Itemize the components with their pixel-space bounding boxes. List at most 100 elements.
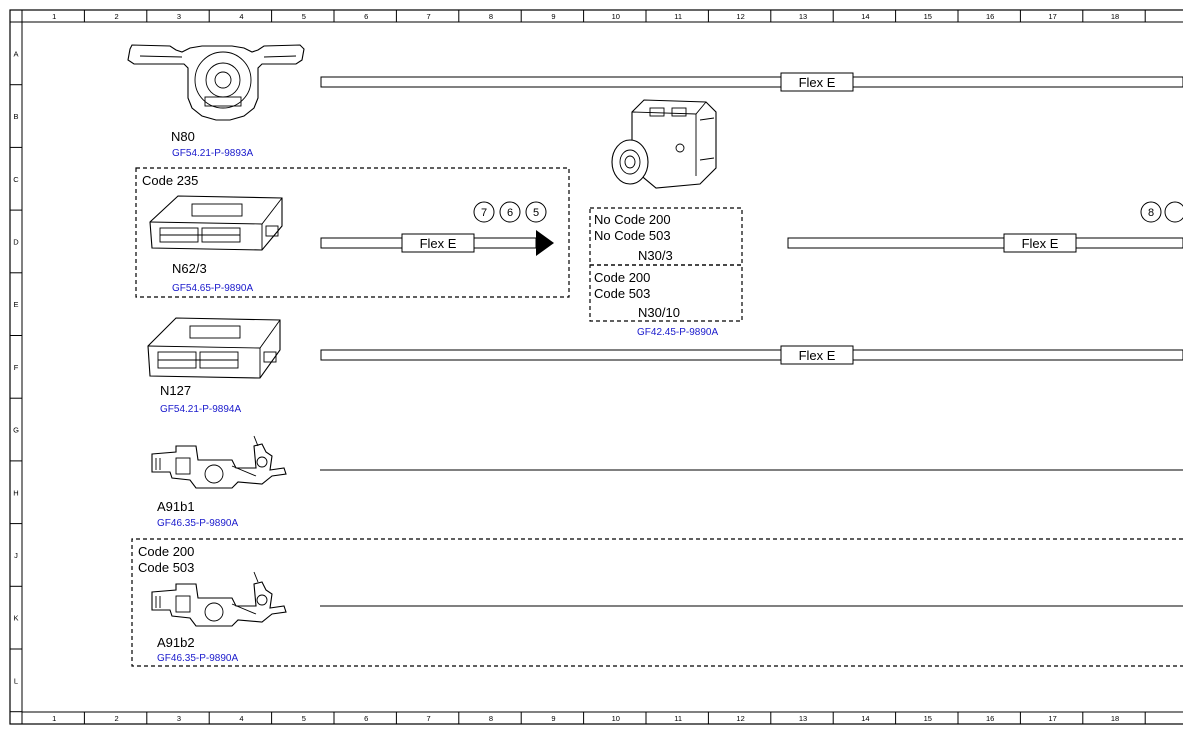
row-label: K xyxy=(13,614,18,623)
n30-10-label: N30/10 xyxy=(638,305,680,320)
grid-labels: 1122334455667788991010111112121313141415… xyxy=(13,12,1119,723)
connector-7-label: 7 xyxy=(481,207,487,219)
connector-group-right: 8 xyxy=(1140,201,1183,223)
n30-10-group xyxy=(589,264,743,322)
column-label-bottom: 10 xyxy=(612,714,620,723)
n62-3-label: N62/3 xyxy=(172,261,207,276)
flex-e-label-box-row-d-right xyxy=(1003,233,1077,253)
a91b2-condition-line1: Code 200 xyxy=(138,544,194,559)
drawing-area-border xyxy=(21,21,1183,713)
column-label-top: 11 xyxy=(674,12,682,21)
row-label: G xyxy=(13,426,19,435)
column-label-bottom: 12 xyxy=(736,714,744,723)
column-label-bottom: 15 xyxy=(924,714,932,723)
flex-e-bus-row-a xyxy=(320,76,1183,88)
a91b2-label: A91b2 xyxy=(157,635,195,650)
n80-reference-link[interactable]: GF54.21-P-9893A xyxy=(172,148,253,159)
column-label-bottom: 14 xyxy=(861,714,869,723)
column-label-top: 4 xyxy=(239,12,243,21)
column-label-top: 2 xyxy=(115,12,119,21)
flex-e-label-box-row-d-left xyxy=(401,233,475,253)
a91b2-icon xyxy=(151,571,287,627)
a91b2-condition-line2: Code 503 xyxy=(138,560,194,575)
n127-icon xyxy=(147,317,281,379)
grid-ticks xyxy=(10,10,1146,724)
sheet-frame xyxy=(9,9,1183,725)
n30-10-condition-line2: Code 503 xyxy=(594,286,650,301)
n30-3-condition-line2: No Code 503 xyxy=(594,228,671,243)
connector-partial-icon xyxy=(1164,201,1183,223)
connector-group-left: 7 6 5 xyxy=(473,201,547,223)
column-label-bottom: 18 xyxy=(1111,714,1119,723)
row-label: E xyxy=(13,300,18,309)
code-235-label: Code 235 xyxy=(142,173,198,188)
row-label: A xyxy=(13,49,18,58)
flex-e-label-row-d-right: Flex E xyxy=(1022,236,1059,251)
flex-e-bus-row-d-right xyxy=(787,237,1183,249)
connector-5-label: 5 xyxy=(533,207,539,219)
row-label: J xyxy=(14,551,18,560)
row-label: B xyxy=(13,112,18,121)
flex-e-arrow-head xyxy=(536,230,554,256)
column-label-bottom: 16 xyxy=(986,714,994,723)
a91b2-reference-link[interactable]: GF46.35-P-9890A xyxy=(157,653,238,664)
connector-5-icon xyxy=(525,201,547,223)
a91b1-label: A91b1 xyxy=(157,499,195,514)
n80-icon xyxy=(127,44,305,121)
code-235-group xyxy=(135,167,570,298)
column-label-bottom: 8 xyxy=(489,714,493,723)
connector-8-icon xyxy=(1140,201,1162,223)
column-label-bottom: 3 xyxy=(177,714,181,723)
n127-label: N127 xyxy=(160,383,191,398)
n30-esp-unit-icon xyxy=(611,99,717,189)
column-label-bottom: 5 xyxy=(302,714,306,723)
column-label-top: 15 xyxy=(924,12,932,21)
connector-6-label: 6 xyxy=(507,207,513,219)
row-label: C xyxy=(13,175,19,184)
flex-e-label-box-row-a xyxy=(780,72,854,92)
column-label-top: 16 xyxy=(986,12,994,21)
column-label-top: 12 xyxy=(736,12,744,21)
n30-10-reference-link[interactable]: GF42.45-P-9890A xyxy=(637,327,718,338)
flex-e-label-row-f: Flex E xyxy=(799,348,836,363)
column-label-bottom: 7 xyxy=(427,714,431,723)
n127-reference-link[interactable]: GF54.21-P-9894A xyxy=(160,404,241,415)
column-label-top: 7 xyxy=(427,12,431,21)
connector-7-icon xyxy=(473,201,495,223)
flex-e-label-row-a: Flex E xyxy=(799,75,836,90)
column-label-top: 10 xyxy=(612,12,620,21)
n62-3-reference-link[interactable]: GF54.65-P-9890A xyxy=(172,283,253,294)
column-label-top: 6 xyxy=(364,12,368,21)
code-200-503-group xyxy=(131,538,1183,667)
n30-3-condition-line1: No Code 200 xyxy=(594,212,671,227)
column-label-top: 3 xyxy=(177,12,181,21)
row-label: L xyxy=(14,676,18,685)
column-label-bottom: 6 xyxy=(364,714,368,723)
column-label-top: 14 xyxy=(861,12,869,21)
flex-e-label-row-d-left: Flex E xyxy=(420,236,457,251)
column-label-top: 18 xyxy=(1111,12,1119,21)
row-label: D xyxy=(13,237,19,246)
column-label-bottom: 9 xyxy=(551,714,555,723)
n62-3-icon xyxy=(149,195,283,251)
row-label: F xyxy=(14,363,19,372)
n80-label: N80 xyxy=(171,129,195,144)
flex-e-bus-row-f xyxy=(320,349,1183,361)
column-label-top: 9 xyxy=(551,12,555,21)
a91b1-reference-link[interactable]: GF46.35-P-9890A xyxy=(157,518,238,529)
column-label-bottom: 13 xyxy=(799,714,807,723)
column-label-top: 8 xyxy=(489,12,493,21)
row-label: H xyxy=(13,488,18,497)
a91b1-icon xyxy=(151,435,287,489)
column-label-bottom: 4 xyxy=(239,714,243,723)
n30-10-condition-line1: Code 200 xyxy=(594,270,650,285)
column-label-top: 5 xyxy=(302,12,306,21)
connector-8-label: 8 xyxy=(1148,207,1154,219)
column-label-bottom: 2 xyxy=(115,714,119,723)
column-label-bottom: 17 xyxy=(1048,714,1056,723)
connector-6-icon xyxy=(499,201,521,223)
column-label-top: 17 xyxy=(1048,12,1056,21)
column-label-top: 13 xyxy=(799,12,807,21)
column-label-top: 1 xyxy=(52,12,56,21)
